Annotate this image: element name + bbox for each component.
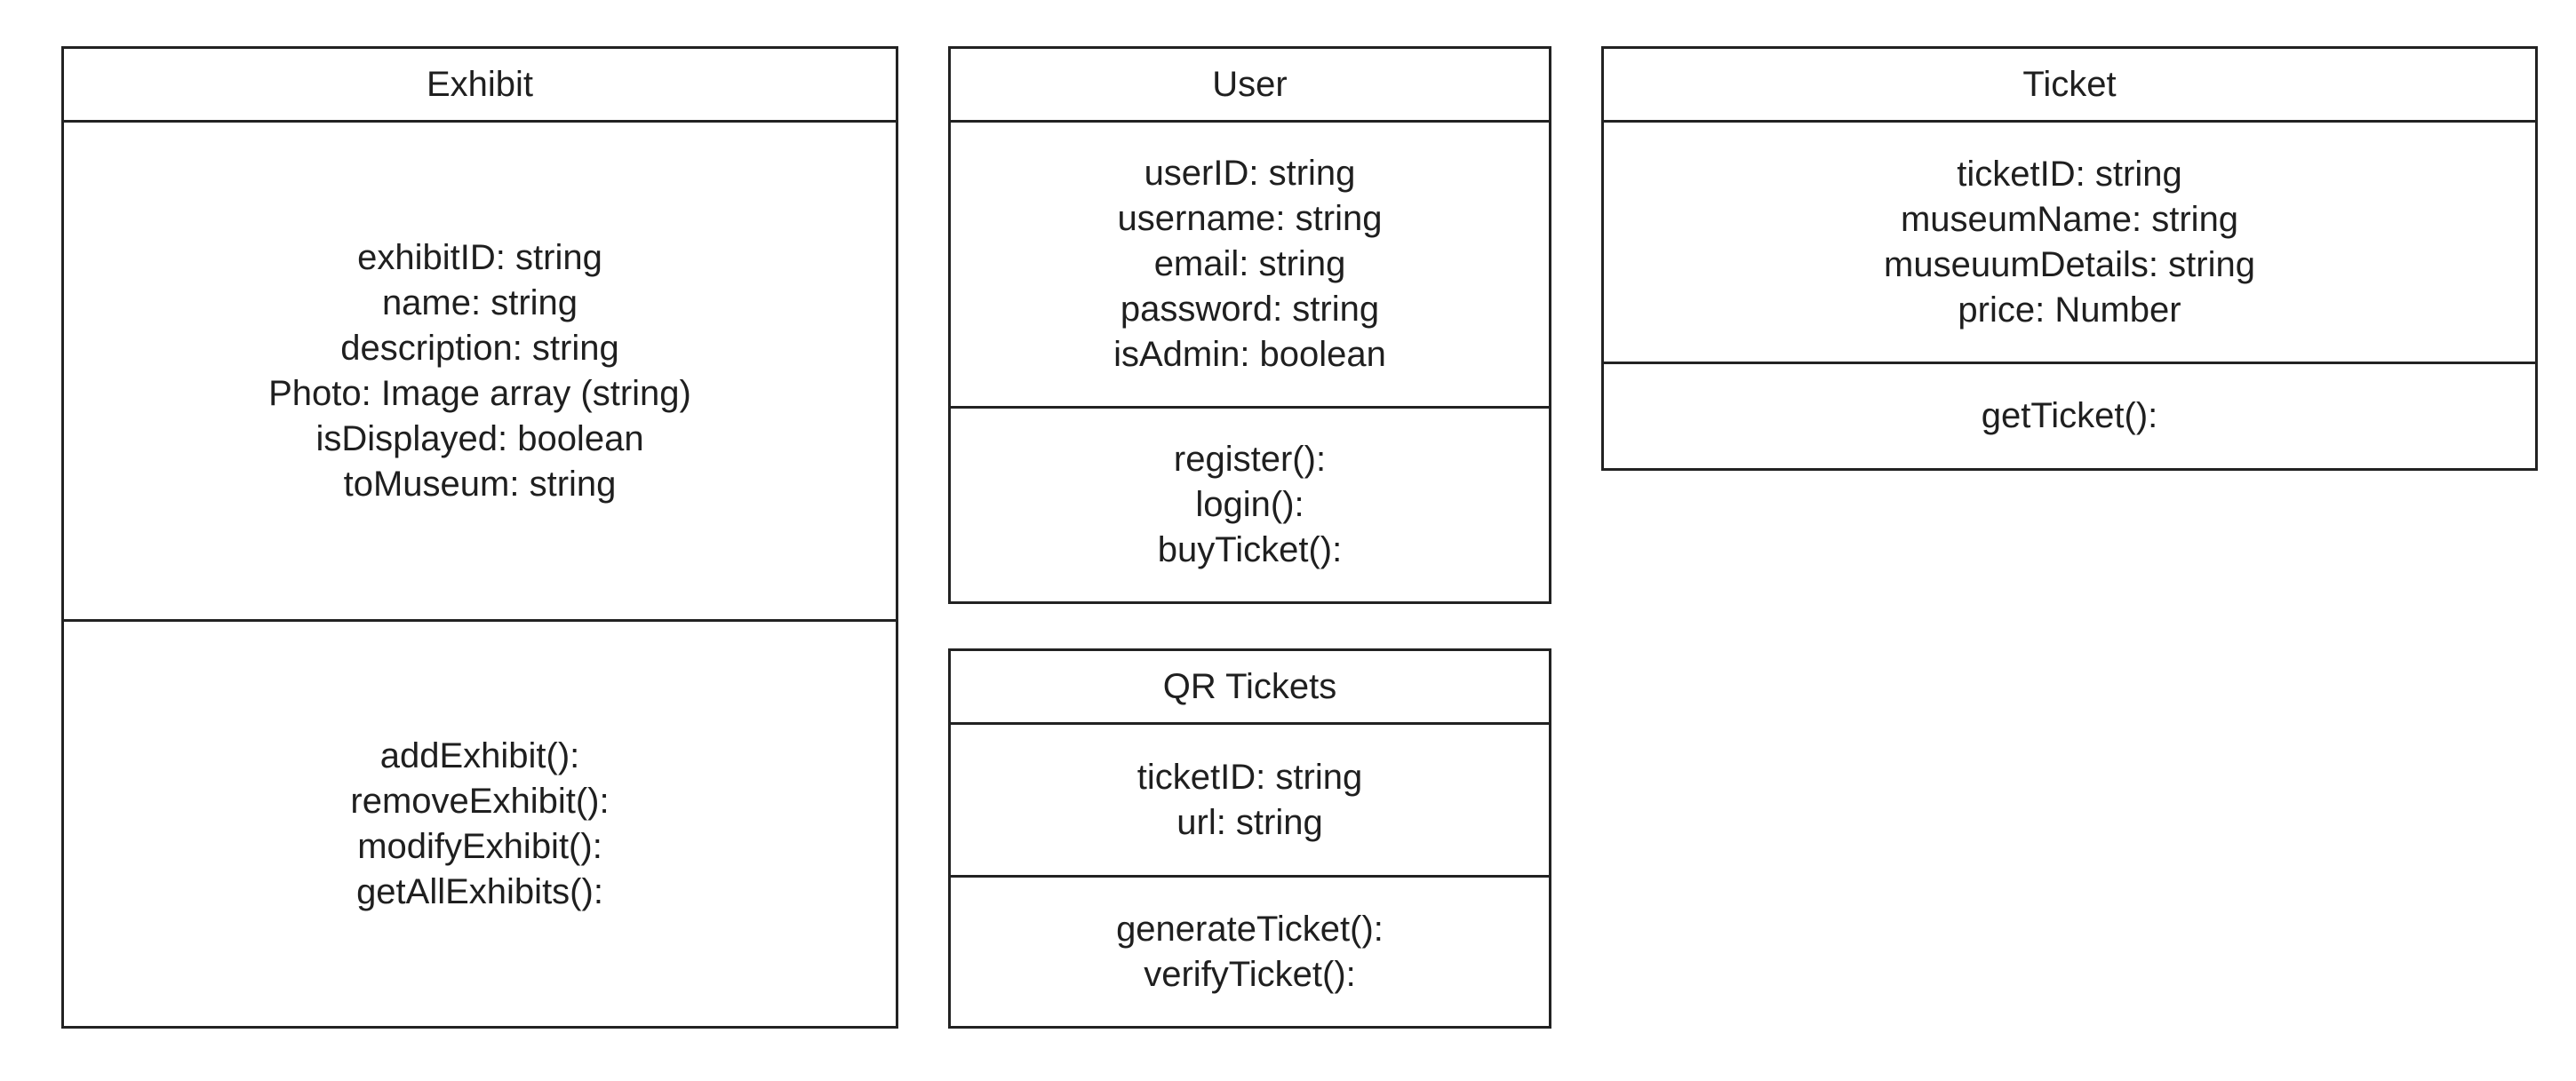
attribute: url: string: [1176, 802, 1323, 842]
class-name: User: [951, 49, 1549, 123]
attribute: Photo: Image array (string): [268, 373, 691, 413]
class-box-user[interactable]: User userID: string username: string ema…: [948, 46, 1551, 604]
attribute: isDisplayed: boolean: [315, 418, 644, 458]
attributes-section: ticketID: string url: string: [951, 725, 1549, 878]
attributes-section: userID: string username: string email: s…: [951, 123, 1549, 409]
attribute: email: string: [1153, 244, 1346, 283]
method: register():: [1173, 440, 1327, 479]
method: getAllExhibits():: [356, 871, 603, 911]
method: modifyExhibit():: [357, 826, 602, 866]
method: getTicket():: [1981, 396, 2158, 435]
class-name: Exhibit: [64, 49, 896, 123]
attribute: price: Number: [1958, 290, 2181, 330]
attribute: museuumDetails: string: [1884, 244, 2255, 284]
methods-section: addExhibit(): removeExhibit(): modifyExh…: [64, 622, 896, 1026]
methods-section: register(): login(): buyTicket():: [951, 409, 1549, 601]
class-name: Ticket: [1604, 49, 2535, 123]
method: addExhibit():: [379, 735, 580, 775]
attribute: ticketID: string: [1957, 154, 2182, 194]
methods-section: getTicket():: [1604, 364, 2535, 468]
attribute: museumName: string: [1900, 199, 2239, 239]
attribute: username: string: [1117, 199, 1383, 238]
method: login():: [1195, 485, 1304, 524]
attribute: exhibitID: string: [357, 237, 602, 277]
attributes-section: ticketID: string museumName: string muse…: [1604, 123, 2535, 364]
attribute: toMuseum: string: [343, 464, 617, 504]
methods-section: generateTicket(): verifyTicket():: [951, 878, 1549, 1026]
attribute: ticketID: string: [1136, 757, 1363, 797]
class-box-ticket[interactable]: Ticket ticketID: string museumName: stri…: [1601, 46, 2538, 471]
method: generateTicket():: [1116, 909, 1384, 949]
class-name: QR Tickets: [951, 651, 1549, 725]
attribute: description: string: [340, 328, 619, 368]
attribute: userID: string: [1144, 154, 1356, 193]
attribute: name: string: [381, 282, 578, 322]
method: verifyTicket():: [1144, 954, 1356, 994]
attribute: isAdmin: boolean: [1113, 335, 1386, 374]
attributes-section: exhibitID: string name: string descripti…: [64, 123, 896, 622]
method: removeExhibit():: [350, 781, 610, 821]
attribute: password: string: [1120, 290, 1380, 329]
method: buyTicket():: [1157, 530, 1343, 569]
class-box-qr-tickets[interactable]: QR Tickets ticketID: string url: string …: [948, 648, 1551, 1029]
class-box-exhibit[interactable]: Exhibit exhibitID: string name: string d…: [61, 46, 898, 1029]
